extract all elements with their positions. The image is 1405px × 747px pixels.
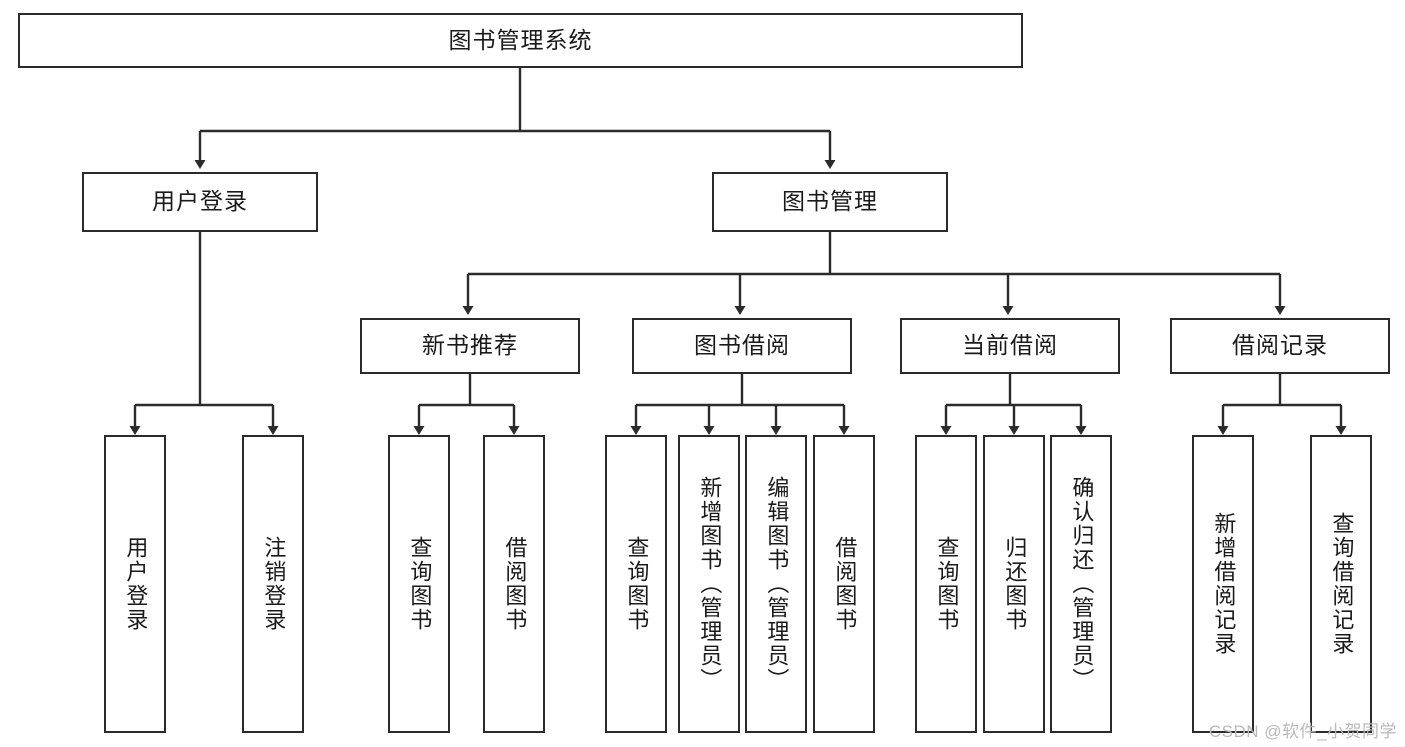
node-leaf-add-record[interactable]: 新增借阅记录 (1192, 435, 1254, 733)
edge-group-current-borrow (940, 374, 1087, 435)
edge-group-root (194, 68, 836, 169)
node-root[interactable]: 图书管理系统 (18, 13, 1023, 68)
edge-group-user-login (129, 232, 279, 435)
node-leaf-add-book[interactable]: 新增图书（管理员） (678, 435, 740, 733)
node-leaf-query-record[interactable]: 查询借阅记录 (1310, 435, 1372, 733)
node-leaf-add-book-label: 新增图书（管理员） (697, 476, 723, 692)
node-leaf-return-book[interactable]: 归还图书 (983, 435, 1045, 733)
node-leaf-borrow-book-rec[interactable]: 借阅图书 (483, 435, 545, 733)
edge-group-new-book-rec (413, 374, 520, 435)
node-new-book-rec-label: 新书推荐 (422, 332, 518, 359)
node-leaf-borrow-book[interactable]: 借阅图书 (813, 435, 875, 733)
node-borrow-record-label: 借阅记录 (1232, 332, 1328, 359)
node-new-book-rec[interactable]: 新书推荐 (360, 318, 580, 374)
node-root-label: 图书管理系统 (448, 26, 593, 53)
node-book-manage-label: 图书管理 (782, 188, 878, 215)
node-leaf-borrow-book-rec-label: 借阅图书 (502, 536, 528, 632)
node-leaf-query-book-label: 查询图书 (624, 536, 650, 632)
node-leaf-edit-book-label: 编辑图书（管理员） (764, 476, 790, 692)
node-leaf-query-book-cur[interactable]: 查询图书 (915, 435, 977, 733)
node-leaf-query-record-label: 查询借阅记录 (1329, 512, 1355, 656)
node-user-login[interactable]: 用户登录 (82, 172, 318, 232)
edge-group-book-borrow (630, 374, 850, 435)
node-leaf-return-book-label: 归还图书 (1002, 536, 1028, 632)
node-leaf-borrow-book-label: 借阅图书 (832, 536, 858, 632)
node-book-borrow-label: 图书借阅 (694, 332, 790, 359)
edge-group-book-manage (462, 232, 1286, 315)
node-leaf-user-login-label: 用户登录 (123, 536, 149, 632)
node-leaf-logout-label: 注销登录 (261, 536, 287, 632)
node-leaf-query-book[interactable]: 查询图书 (605, 435, 667, 733)
edge-group-borrow-record (1217, 374, 1347, 435)
node-leaf-logout[interactable]: 注销登录 (242, 435, 304, 733)
node-current-borrow-label: 当前借阅 (962, 332, 1058, 359)
node-book-manage[interactable]: 图书管理 (712, 172, 948, 232)
node-leaf-query-book-rec-label: 查询图书 (407, 536, 433, 632)
node-borrow-record[interactable]: 借阅记录 (1170, 318, 1390, 374)
node-user-login-label: 用户登录 (152, 188, 248, 215)
node-book-borrow[interactable]: 图书借阅 (632, 318, 852, 374)
node-current-borrow[interactable]: 当前借阅 (900, 318, 1120, 374)
node-leaf-confirm-return-label: 确认归还（管理员） (1069, 476, 1095, 692)
node-leaf-add-record-label: 新增借阅记录 (1211, 512, 1237, 656)
node-leaf-confirm-return[interactable]: 确认归还（管理员） (1050, 435, 1112, 733)
node-leaf-query-book-cur-label: 查询图书 (934, 536, 960, 632)
node-leaf-user-login[interactable]: 用户登录 (104, 435, 166, 733)
node-leaf-query-book-rec[interactable]: 查询图书 (388, 435, 450, 733)
node-leaf-edit-book[interactable]: 编辑图书（管理员） (745, 435, 807, 733)
